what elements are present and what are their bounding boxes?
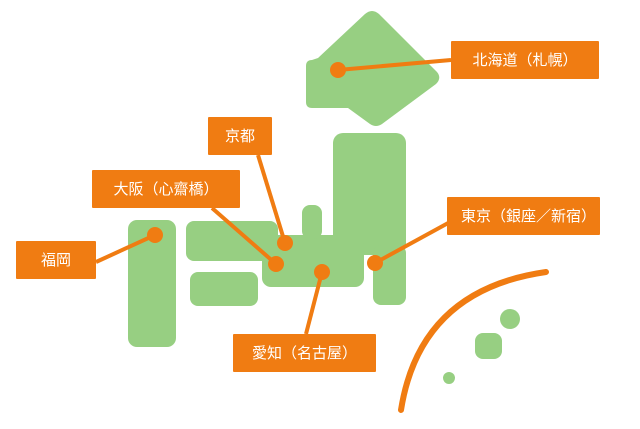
connector-aichi [304, 271, 324, 335]
label-osaka-shinsaibashi: 大阪（心齋橋） [92, 170, 240, 208]
kyoto-dot [277, 235, 293, 251]
connector-kyoto [256, 154, 287, 244]
osaka-dot [268, 256, 284, 272]
connector-osaka [210, 206, 278, 266]
label-kyoto: 京都 [208, 117, 272, 155]
label-aichi-nagoya: 愛知（名古屋） [233, 334, 376, 372]
okinawa-island-small [443, 372, 455, 384]
kansai-region [186, 221, 278, 261]
tokyo-dot [367, 255, 383, 271]
connector-hokkaido [337, 58, 452, 72]
okinawa-island-large [475, 333, 502, 359]
hokkaido-sapporo-dot [330, 62, 346, 78]
aichi-nagoya-dot [314, 264, 330, 280]
okinawa-island-medium [500, 309, 520, 329]
label-tokyo-ginza-shinjuku: 東京（銀座／新宿） [447, 197, 600, 235]
fukuoka-dot [147, 227, 163, 243]
decorative-arc [398, 269, 549, 413]
tohoku-region [333, 133, 406, 255]
label-fukuoka: 福岡 [16, 241, 96, 279]
kyushu-region [128, 220, 176, 347]
connector-tokyo [374, 220, 451, 265]
connector-fukuoka [95, 233, 156, 264]
hokuriku-region [302, 205, 322, 239]
label-hokkaido-sapporo: 北海道（札幌） [451, 41, 599, 79]
shikoku-region [190, 272, 258, 306]
